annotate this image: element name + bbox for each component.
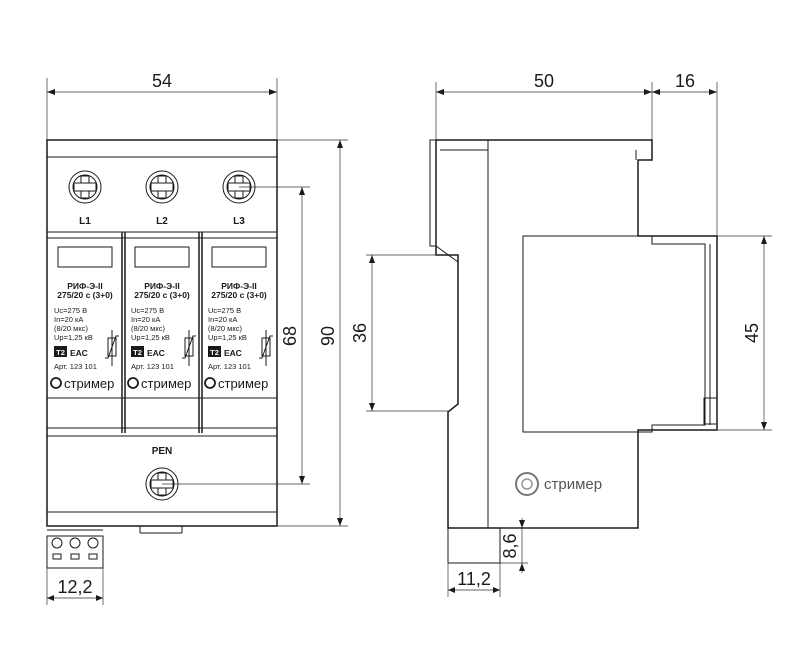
module-brand: стример (141, 376, 191, 391)
dim-side-bottom-width: 11,2 (447, 563, 501, 597)
varistor-symbol-icon (259, 330, 273, 366)
terminal-screw-l2 (145, 170, 179, 204)
dim-side-depth-label: 50 (534, 71, 554, 91)
front-body (46, 139, 278, 527)
latch (703, 397, 718, 425)
class-badge-text: T2 (210, 348, 219, 357)
bottom-connector (46, 526, 183, 569)
module-spec-uc: Uc=275 В (208, 306, 241, 315)
module-spec-up: Up=1,25 кВ (54, 333, 93, 342)
module-spec-in: In=20 кА (131, 315, 160, 324)
module-brand: стример (64, 376, 114, 391)
class-badge-text: T2 (56, 348, 65, 357)
dim-side-bottom-height: 8,6 (500, 518, 528, 573)
module-2: РИФ-Э-II 275/20 с (3+0) Uc=275 В In=20 к… (127, 246, 196, 391)
module-title: РИФ-Э-II (67, 281, 102, 291)
dim-front-width: 54 (46, 71, 278, 140)
class-badge (208, 346, 221, 357)
terminal-label-l3: L3 (233, 216, 245, 227)
dim-side-front-offset-label: 16 (675, 71, 695, 91)
dim-side-rail-height-label: 36 (350, 323, 370, 343)
module-spec-in: In=20 кА (54, 315, 83, 324)
dim-side-bottom-width-label: 11,2 (457, 569, 491, 589)
module-spec-uc: Uc=275 В (54, 306, 87, 315)
cert-mark: ЕАС (224, 348, 242, 358)
indicator-window (57, 246, 113, 268)
terminal-label-pen: PEN (152, 446, 173, 457)
module-rating: 275/20 с (3+0) (57, 290, 113, 300)
dim-front-width-label: 54 (152, 71, 172, 91)
brand-logo-icon (204, 377, 216, 389)
brand-logo-icon (127, 377, 139, 389)
dim-side-front-height-label: 45 (742, 323, 762, 343)
rail-clip (429, 139, 437, 247)
varistor-symbol-icon (182, 330, 196, 366)
dim-front-height-terminals: 68 (162, 186, 310, 485)
varistor-symbol-icon (105, 330, 119, 366)
terminal-label-l1: L1 (79, 216, 91, 227)
class-badge (54, 346, 67, 357)
module-spec-wave: (8/20 мкс) (131, 324, 165, 333)
module-spec-uc: Uc=275 В (131, 306, 164, 315)
side-brand-logo-icon (515, 472, 539, 496)
terminal-screw-l1 (68, 170, 102, 204)
dim-front-terminal-width-label: 12,2 (57, 577, 92, 597)
dim-front-height-total: 90 (277, 139, 348, 527)
class-badge-text: T2 (133, 348, 142, 357)
side-brand: стример (544, 476, 602, 493)
module-3: РИФ-Э-II 275/20 с (3+0) Uc=275 В In=20 к… (204, 246, 273, 391)
module-rating: 275/20 с (3+0) (134, 290, 190, 300)
dim-front-height-total-label: 90 (318, 326, 338, 346)
dim-front-terminal-width: 12,2 (46, 568, 104, 605)
dim-side-bottom-height-label: 8,6 (500, 533, 520, 558)
terminal-label-l2: L2 (156, 216, 168, 227)
module-article: Арт. 123 101 (208, 362, 251, 371)
indicator-window (134, 246, 190, 268)
module-spec-wave: (8/20 мкс) (54, 324, 88, 333)
module-1: РИФ-Э-II 275/20 с (3+0) Uc=275 В In=20 к… (50, 246, 119, 391)
module-spec-up: Up=1,25 кВ (131, 333, 170, 342)
module-spec-up: Up=1,25 кВ (208, 333, 247, 342)
module-article: Арт. 123 101 (54, 362, 97, 371)
front-view: 54 (46, 71, 348, 605)
side-foot (447, 528, 501, 564)
side-body (435, 139, 718, 529)
side-view: 50 16 стример (350, 71, 772, 597)
module-title: РИФ-Э-II (221, 281, 256, 291)
cert-mark: ЕАС (70, 348, 88, 358)
module-spec-in: In=20 кА (208, 315, 237, 324)
indicator-window (211, 246, 267, 268)
module-brand: стример (218, 376, 268, 391)
dim-side-front-height: 45 (717, 235, 772, 431)
front-face-inset (522, 235, 706, 433)
dim-side-depth: 50 16 (435, 71, 718, 238)
cert-mark: ЕАС (147, 348, 165, 358)
module-article: Арт. 123 101 (131, 362, 174, 371)
brand-logo-icon (50, 377, 62, 389)
module-title: РИФ-Э-II (144, 281, 179, 291)
class-badge (131, 346, 144, 357)
dim-side-rail-height: 36 (350, 254, 448, 412)
dim-front-height-terminals-label: 68 (280, 326, 300, 346)
module-spec-wave: (8/20 мкс) (208, 324, 242, 333)
module-rating: 275/20 с (3+0) (211, 290, 267, 300)
